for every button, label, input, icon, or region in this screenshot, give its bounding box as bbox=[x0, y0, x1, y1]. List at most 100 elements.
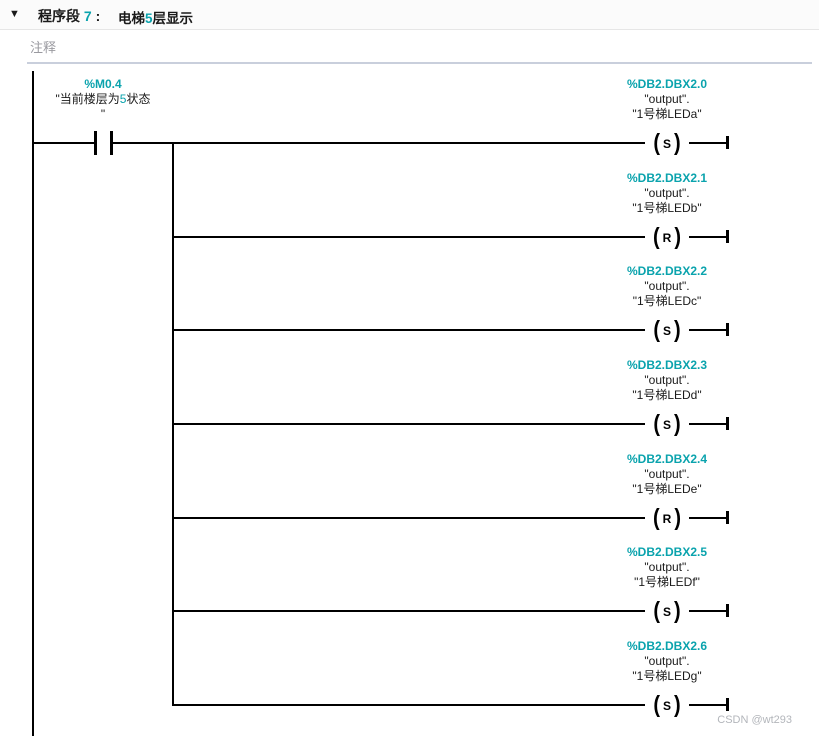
coil-paren-right: ) bbox=[674, 224, 681, 250]
wire bbox=[173, 329, 645, 331]
rung-end-terminal bbox=[726, 323, 729, 336]
coil-db-name[interactable]: "output". bbox=[644, 186, 690, 200]
no-contact-symbol[interactable] bbox=[94, 131, 97, 155]
coil-paren-left: ( bbox=[652, 224, 660, 250]
wire bbox=[173, 423, 645, 425]
wire bbox=[689, 704, 727, 706]
coil-type-letter: R bbox=[662, 230, 672, 245]
contact-name-text-2: 状态 bbox=[126, 92, 151, 106]
wire bbox=[689, 236, 727, 238]
coil-address[interactable]: %DB2.DBX2.0 bbox=[626, 77, 708, 91]
coil-db-name[interactable]: "output". bbox=[644, 560, 690, 574]
contact-name-text: "当前楼层为 bbox=[55, 92, 120, 106]
network-comment-field[interactable]: 注释 bbox=[30, 40, 57, 55]
coil-operand[interactable]: %DB2.DBX2.6 "output". "1号梯LEDg" bbox=[572, 639, 762, 684]
coil-address[interactable]: %DB2.DBX2.6 bbox=[626, 639, 708, 653]
rung-end-terminal bbox=[726, 604, 729, 617]
network-title-text-2: 层显示 bbox=[152, 11, 194, 26]
wire bbox=[689, 610, 727, 612]
network-title[interactable]: 电梯5层显示 bbox=[118, 7, 193, 27]
coil-address[interactable]: %DB2.DBX2.3 bbox=[626, 358, 708, 372]
coil-db-name[interactable]: "output". bbox=[644, 654, 690, 668]
coil-type-letter: R bbox=[662, 511, 672, 526]
collapse-triangle-icon[interactable]: ▼ bbox=[9, 8, 20, 20]
network-title-number: 5 bbox=[145, 11, 153, 26]
coil-db-name[interactable]: "output". bbox=[644, 279, 690, 293]
coil-paren-left: ( bbox=[653, 411, 660, 437]
coil-operand[interactable]: %DB2.DBX2.2 "output". "1号梯LEDc" bbox=[572, 264, 762, 309]
coil-tag-name[interactable]: "1号梯LEDd" bbox=[632, 388, 702, 402]
rung-end-terminal bbox=[726, 417, 729, 430]
coil-operand[interactable]: %DB2.DBX2.1 "output". "1号梯LEDb" bbox=[572, 171, 762, 216]
rung-end-terminal bbox=[726, 136, 729, 149]
contact-name-wrap-quote: " bbox=[100, 107, 106, 121]
coil-paren-right: ) bbox=[674, 505, 681, 531]
rung-end-terminal bbox=[726, 230, 729, 243]
coil-operand[interactable]: %DB2.DBX2.4 "output". "1号梯LEDe" bbox=[572, 452, 762, 497]
set-coil-symbol[interactable]: ( S ) bbox=[644, 411, 690, 437]
reset-coil-symbol[interactable]: ( R ) bbox=[644, 224, 690, 250]
coil-paren-left: ( bbox=[652, 505, 660, 531]
coil-address[interactable]: %DB2.DBX2.2 bbox=[626, 264, 708, 278]
coil-tag-name[interactable]: "1号梯LEDc" bbox=[632, 294, 702, 308]
wire bbox=[33, 142, 94, 144]
coil-type-letter: S bbox=[662, 417, 671, 432]
wire bbox=[689, 142, 727, 144]
wire bbox=[173, 236, 645, 238]
rung-end-terminal bbox=[726, 698, 729, 711]
network-header: ▼ 程序段 7 : 电梯5层显示 bbox=[0, 0, 819, 30]
comment-divider bbox=[27, 62, 812, 64]
coil-type-letter: S bbox=[662, 604, 671, 619]
coil-db-name[interactable]: "output". bbox=[644, 373, 690, 387]
coil-address[interactable]: %DB2.DBX2.4 bbox=[626, 452, 708, 466]
wire bbox=[689, 423, 727, 425]
coil-type-letter: S bbox=[662, 136, 671, 151]
coil-paren-left: ( bbox=[653, 317, 660, 343]
coil-paren-right: ) bbox=[674, 692, 681, 718]
wire bbox=[689, 329, 727, 331]
segment-number: 7 bbox=[83, 8, 92, 24]
set-coil-symbol[interactable]: ( S ) bbox=[644, 317, 690, 343]
wire bbox=[113, 142, 645, 144]
coil-address[interactable]: %DB2.DBX2.1 bbox=[626, 171, 708, 185]
wire bbox=[173, 610, 645, 612]
set-coil-symbol[interactable]: ( S ) bbox=[644, 598, 690, 624]
segment-label: 程序段 bbox=[38, 8, 84, 24]
network-title-text: 电梯 bbox=[118, 11, 145, 26]
set-coil-symbol[interactable]: ( S ) bbox=[644, 130, 690, 156]
coil-type-letter: S bbox=[662, 698, 671, 713]
coil-tag-name[interactable]: "1号梯LEDb" bbox=[632, 201, 702, 215]
coil-address[interactable]: %DB2.DBX2.5 bbox=[626, 545, 708, 559]
contact-operand[interactable]: %M0.4 "当前楼层为5状态 " bbox=[23, 77, 183, 122]
segment-colon: : bbox=[91, 8, 101, 24]
contact-tag-name[interactable]: "当前楼层为5状态 bbox=[23, 92, 183, 107]
network-number-label: 程序段 7 : bbox=[38, 6, 100, 26]
reset-coil-symbol[interactable]: ( R ) bbox=[644, 505, 690, 531]
coil-tag-name[interactable]: "1号梯LEDg" bbox=[632, 669, 702, 683]
contact-name-number: 5 bbox=[119, 92, 127, 106]
coil-operand[interactable]: %DB2.DBX2.0 "output". "1号梯LEDa" bbox=[572, 77, 762, 122]
coil-tag-name[interactable]: "1号梯LEDe" bbox=[632, 482, 702, 496]
coil-tag-name[interactable]: "1号梯LEDa" bbox=[632, 107, 702, 121]
wire bbox=[173, 704, 645, 706]
coil-operand[interactable]: %DB2.DBX2.3 "output". "1号梯LEDd" bbox=[572, 358, 762, 403]
coil-paren-left: ( bbox=[653, 598, 660, 624]
coil-paren-right: ) bbox=[674, 598, 681, 624]
coil-db-name[interactable]: "output". bbox=[644, 92, 690, 106]
left-power-rail bbox=[32, 71, 34, 736]
set-coil-symbol[interactable]: ( S ) bbox=[644, 692, 690, 718]
coil-paren-right: ) bbox=[674, 411, 681, 437]
coil-type-letter: S bbox=[662, 323, 671, 338]
rung-end-terminal bbox=[726, 511, 729, 524]
coil-paren-left: ( bbox=[653, 692, 660, 718]
contact-address[interactable]: %M0.4 bbox=[84, 77, 122, 91]
no-contact-symbol[interactable] bbox=[110, 131, 113, 155]
watermark: CSDN @wt293 bbox=[717, 714, 792, 726]
wire bbox=[173, 517, 645, 519]
coil-paren-left: ( bbox=[653, 130, 660, 156]
coil-paren-right: ) bbox=[674, 130, 681, 156]
coil-operand[interactable]: %DB2.DBX2.5 "output". "1号梯LEDf" bbox=[572, 545, 762, 590]
coil-tag-name[interactable]: "1号梯LEDf" bbox=[634, 575, 700, 589]
coil-db-name[interactable]: "output". bbox=[644, 467, 690, 481]
